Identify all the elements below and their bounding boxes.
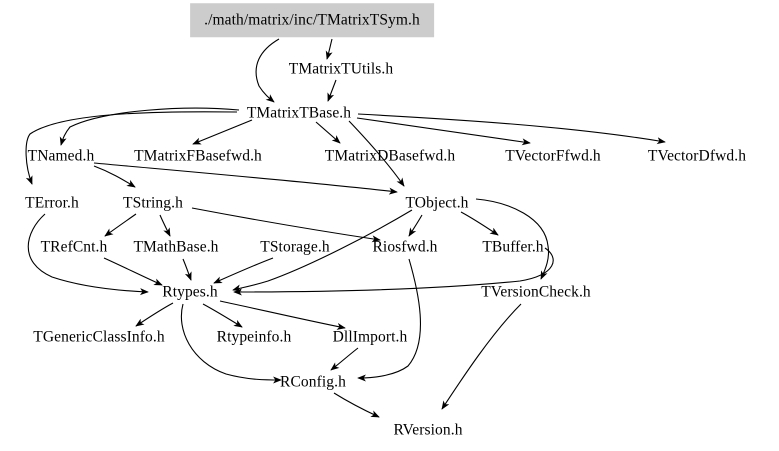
edge-tobject-to-riosfwd (408, 214, 423, 237)
node-tmatrixfbasefwd[interactable]: TMatrixFBasefwd.h (134, 147, 262, 165)
node-riosfwd[interactable]: Riosfwd.h (372, 238, 438, 256)
node-tmatrixtbase[interactable]: TMatrixTBase.h (246, 104, 352, 122)
edge-tmatrixtbase-to-tmatrixfbasefwd (192, 119, 253, 145)
edge-rtypes-to-dllimport (219, 300, 346, 330)
node-terror[interactable]: TError.h (25, 194, 79, 212)
node-rversion[interactable]: RVersion.h (393, 421, 463, 439)
edge-tversioncheck-to-rversion (441, 303, 522, 410)
edge-tmatrixtbase-to-tmatrixdbasefwd (315, 121, 341, 144)
node-root[interactable]: ./math/matrix/inc/TMatrixTSym.h (190, 3, 434, 37)
edge-rtypes-to-tgenericclassinfo (135, 302, 174, 327)
edge-tnamed-to-tobject (93, 162, 398, 195)
edge-root-to-tmatrixtutils (325, 38, 333, 60)
edge-tstorage-to-rtypes (213, 257, 274, 284)
edge-tstring-to-trefcnt (104, 213, 137, 237)
edge-tmathbase-to-rtypes (182, 258, 192, 281)
edge-riosfwd-to-rconfig (357, 258, 421, 382)
node-tbuffer[interactable]: TBuffer.h (482, 238, 544, 256)
node-tstring[interactable]: TString.h (123, 194, 183, 212)
edge-tmatrixtbase-to-tvectorffwd (356, 117, 531, 146)
edge-tmatrixtutils-to-tmatrixtbase (327, 79, 337, 102)
edge-root-to-tmatrixtbase (255, 38, 280, 103)
edge-tobject-to-tbuffer (460, 211, 499, 236)
node-rtypes[interactable]: Rtypes.h (162, 283, 218, 301)
edge-trefcnt-to-rtypes (103, 257, 163, 286)
node-dllimport[interactable]: DllImport.h (332, 328, 408, 346)
edge-dllimport-to-rconfig (330, 347, 359, 371)
node-tmatrixtutils[interactable]: TMatrixTUtils.h (288, 60, 394, 78)
node-tnamed[interactable]: TNamed.h (27, 147, 95, 165)
edge-tmatrixtbase-to-tnamed (59, 107, 240, 146)
node-trefcnt[interactable]: TRefCnt.h (40, 238, 108, 256)
node-tobject[interactable]: TObject.h (405, 194, 469, 212)
node-rtypeinfo[interactable]: Rtypeinfo.h (216, 328, 292, 346)
node-tmathbase[interactable]: TMathBase.h (133, 238, 219, 256)
node-rconfig[interactable]: RConfig.h (280, 373, 346, 391)
node-tmatrixdbasefwd[interactable]: TMatrixDBasefwd.h (324, 147, 456, 165)
node-tgenericclassinfo[interactable]: TGenericClassInfo.h (33, 328, 165, 346)
node-tvectordfwd[interactable]: TVectorDfwd.h (647, 147, 747, 165)
edge-tstring-to-riosfwd (191, 207, 381, 243)
node-tversioncheck[interactable]: TVersionCheck.h (481, 283, 591, 301)
edge-rtypes-to-rtypeinfo (202, 303, 243, 328)
edge-tmatrixtbase-to-tvectordfwd (357, 113, 666, 145)
edge-tstring-to-tmathbase (159, 214, 171, 237)
node-tvectorffwd[interactable]: TVectorFfwd.h (505, 147, 601, 165)
edge-tnamed-to-tstring (93, 165, 136, 188)
node-tstorage[interactable]: TStorage.h (260, 238, 330, 256)
edge-rconfig-to-rversion (333, 392, 380, 418)
